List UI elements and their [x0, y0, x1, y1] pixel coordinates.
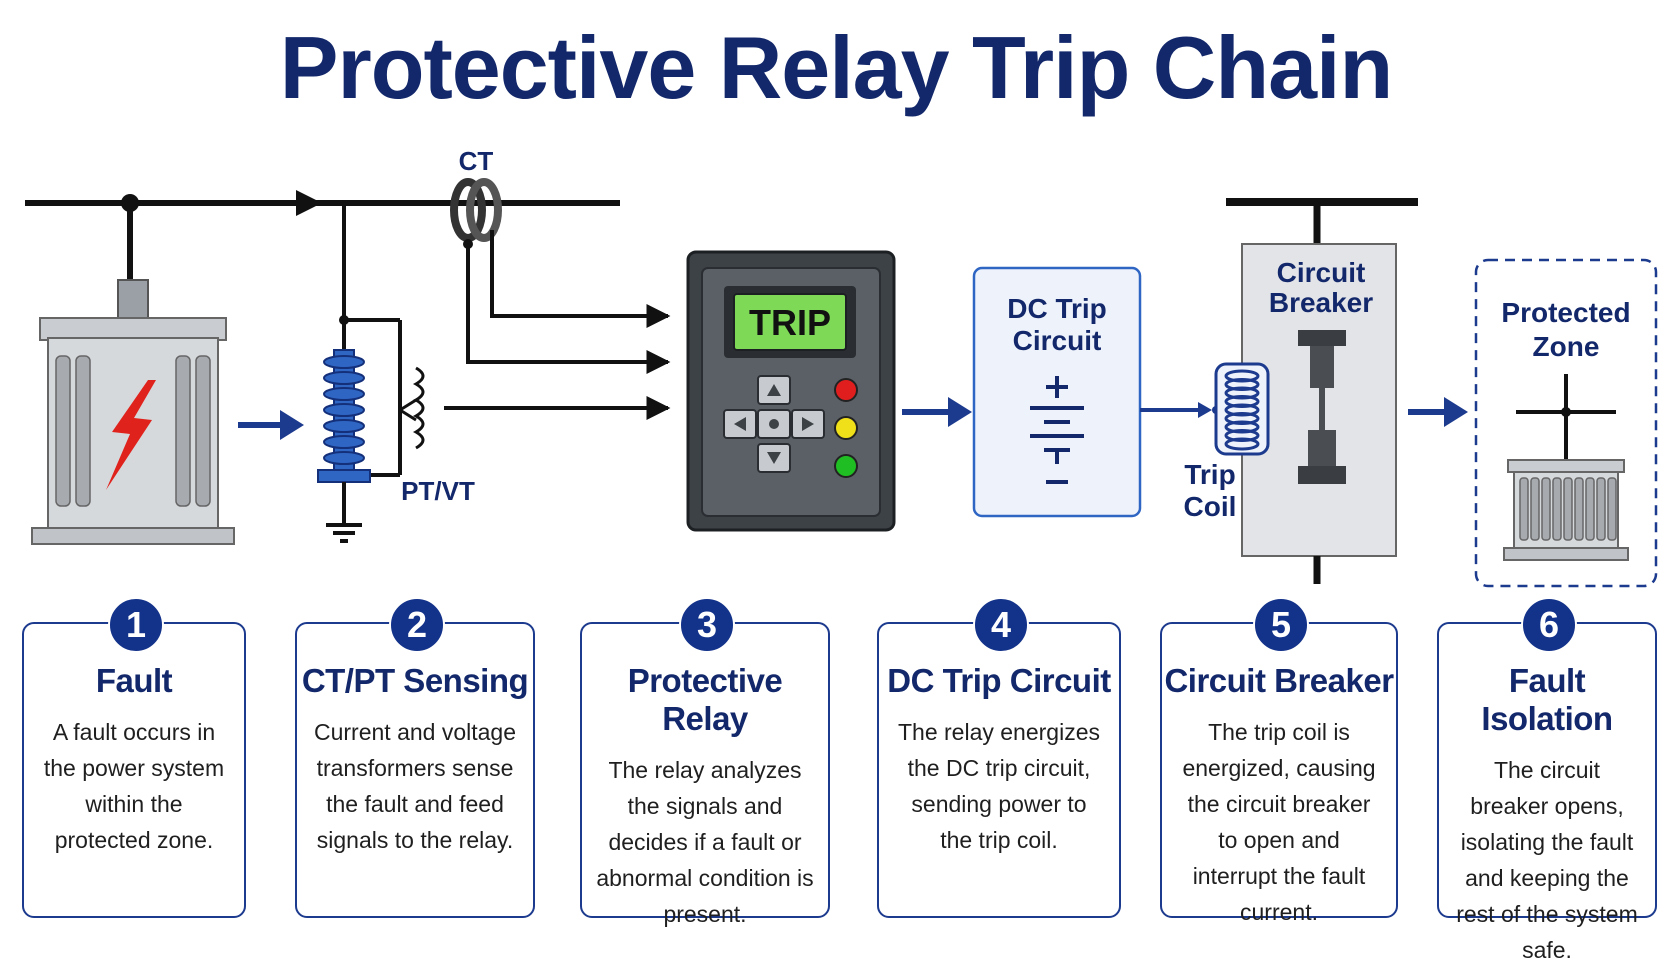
trip-chain-diagram: CT PT/VT TRIP: [25, 146, 1658, 588]
step-number-badge: 3: [679, 597, 735, 653]
signal-wires: [444, 230, 671, 420]
step-description: The circuit breaker opens, isolating the…: [1456, 757, 1638, 963]
step-title: Fault Isolation: [1481, 662, 1613, 737]
ptvt-label: PT/VT: [401, 476, 475, 506]
ct-label: CT: [459, 146, 494, 176]
step-title: Circuit Breaker: [1164, 662, 1394, 699]
protected-zone-label-line1: Protected: [1501, 297, 1630, 328]
dc-trip-circuit-box: DC Trip Circuit: [972, 266, 1142, 518]
step-number-badge: 5: [1253, 597, 1309, 653]
busbar: [25, 190, 620, 216]
step-number-badge: 2: [389, 597, 445, 653]
fault-transformer: [31, 203, 235, 545]
circuit-breaker-device: Circuit Breaker Trip Coil: [1184, 198, 1418, 584]
battery-icon: [1030, 376, 1084, 484]
led-yellow: [834, 416, 858, 440]
flow-arrow-1: [238, 410, 304, 440]
flow-arrow-5: [1408, 397, 1468, 427]
trip-coil-label-line1: Trip: [1184, 459, 1235, 490]
step-description: The relay energizes the DC trip circuit,…: [898, 719, 1100, 853]
page-title: Protective Relay Trip Chain: [279, 18, 1394, 117]
dc-trip-circuit-label-line1: DC Trip: [1007, 293, 1107, 324]
ct-ring: [450, 178, 502, 249]
step-number-badge: 6: [1521, 597, 1577, 653]
dc-to-coil-line: [1140, 402, 1220, 418]
step-description: The relay analyzes the signals and decid…: [596, 757, 814, 927]
trip-coil-icon: [1214, 362, 1270, 456]
relay-trip-display: TRIP: [749, 302, 831, 343]
step-number-badge: 1: [108, 597, 164, 653]
protective-relay-device: TRIP: [686, 250, 896, 532]
led-green: [834, 454, 858, 478]
relay-keypad: [723, 375, 825, 473]
trip-coil-label-line2: Coil: [1184, 491, 1237, 522]
step-title: DC Trip Circuit: [887, 662, 1111, 699]
step-description: Current and voltage transformers sense t…: [313, 719, 516, 853]
step-number-badge: 4: [973, 597, 1029, 653]
circuit-breaker-label-line2: Breaker: [1269, 287, 1373, 318]
step-title: Fault: [95, 662, 173, 699]
step-description: A fault occurs in the power system withi…: [43, 719, 225, 853]
led-red: [834, 378, 858, 402]
flow-arrow-3: [902, 397, 972, 427]
protected-zone-label-line2: Zone: [1533, 331, 1600, 362]
lightning-bolt-icon: [106, 380, 156, 490]
step-description: The trip coil is energized, causing the …: [1182, 719, 1376, 925]
protected-zone-box: Protected Zone: [1474, 258, 1658, 588]
step-title: CT/PT Sensing: [301, 662, 529, 699]
dc-trip-circuit-label-line2: Circuit: [1013, 325, 1102, 356]
circuit-breaker-label-line1: Circuit: [1277, 257, 1366, 288]
pt-vt-insulator: [317, 203, 425, 543]
step-title: Protective Relay: [627, 662, 783, 737]
